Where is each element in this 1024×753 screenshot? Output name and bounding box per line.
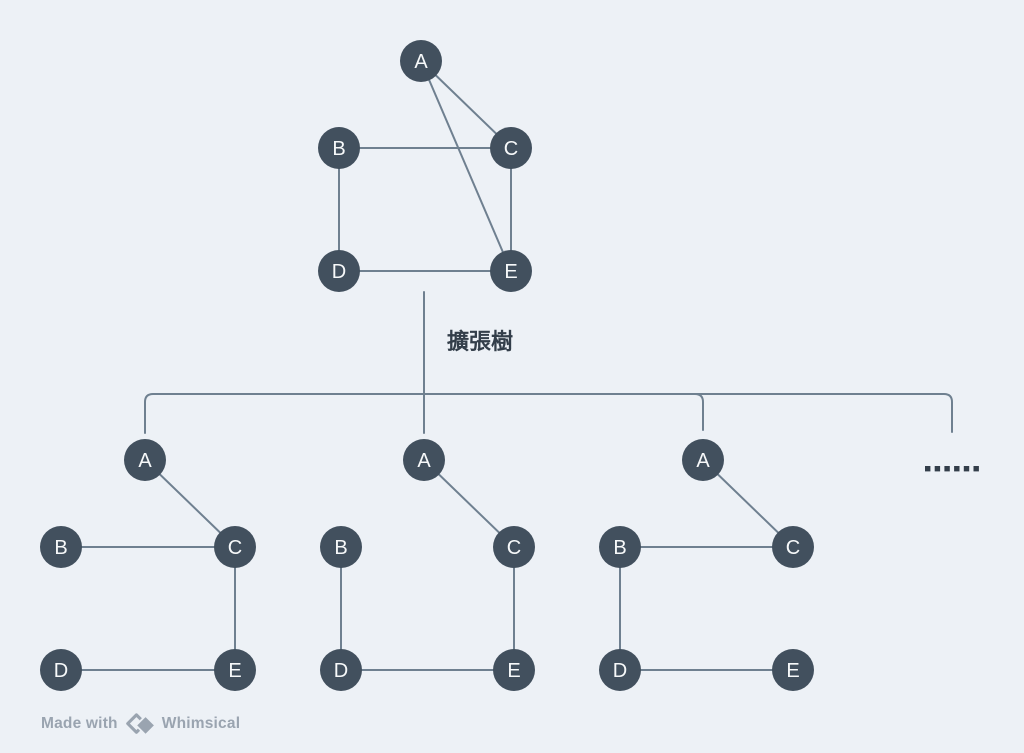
node-label: E <box>507 660 520 682</box>
spanning-tree-label: 擴張樹 <box>447 329 513 354</box>
bracket-line <box>144 393 953 434</box>
node-e-spanning-tree-3[interactable] <box>772 649 814 691</box>
ellipsis-dot <box>963 466 970 472</box>
node-label: E <box>786 660 799 682</box>
node-b-original-graph[interactable] <box>318 127 360 169</box>
node-d-spanning-tree-3[interactable] <box>599 649 641 691</box>
node-label: B <box>332 138 345 160</box>
node-label: D <box>613 660 627 682</box>
node-c-spanning-tree-2[interactable] <box>493 526 535 568</box>
node-label: E <box>228 660 241 682</box>
whimsical-text: Whimsical <box>161 715 241 732</box>
node-b-spanning-tree-3[interactable] <box>599 526 641 568</box>
node-b-spanning-tree-1[interactable] <box>40 526 82 568</box>
node-label: C <box>786 537 800 559</box>
node-label: A <box>414 51 428 73</box>
branch-stub-line <box>694 393 704 431</box>
whimsical-logo-icon <box>125 712 156 736</box>
ellipsis-dot <box>944 466 950 472</box>
node-label: D <box>54 660 68 682</box>
node-d-spanning-tree-2[interactable] <box>320 649 362 691</box>
node-a-original-graph[interactable] <box>400 40 442 82</box>
node-label: A <box>138 450 152 472</box>
spanning-tree-2: A B C D E <box>320 439 535 691</box>
node-label: A <box>417 450 431 472</box>
connector-lines <box>144 291 953 434</box>
node-d-original-graph[interactable] <box>318 250 360 292</box>
node-label: A <box>696 450 710 472</box>
node-e-spanning-tree-1[interactable] <box>214 649 256 691</box>
made-with-text: Made with <box>41 715 118 732</box>
ellipsis-dot <box>934 466 941 472</box>
ellipsis-dots <box>925 466 979 472</box>
node-label: C <box>507 537 521 559</box>
node-c-spanning-tree-1[interactable] <box>214 526 256 568</box>
node-label: C <box>228 537 242 559</box>
node-label: D <box>332 261 346 283</box>
original-graph: A B C D E <box>318 40 532 292</box>
node-e-original-graph[interactable] <box>490 250 532 292</box>
ellipsis-dot <box>954 466 960 472</box>
node-label: D <box>334 660 348 682</box>
node-d-spanning-tree-1[interactable] <box>40 649 82 691</box>
spanning-tree-3: A B C D E <box>599 439 814 691</box>
node-c-original-graph[interactable] <box>490 127 532 169</box>
node-b-spanning-tree-2[interactable] <box>320 526 362 568</box>
node-a-spanning-tree-3[interactable] <box>682 439 724 481</box>
made-with-whimsical-badge[interactable]: Made with Whimsical <box>41 708 240 740</box>
spanning-tree-1: A B C D E <box>40 439 256 691</box>
node-label: B <box>54 537 67 559</box>
node-label: C <box>504 138 518 160</box>
ellipsis-dot <box>973 466 979 472</box>
ellipsis-dot <box>925 466 931 472</box>
node-a-spanning-tree-1[interactable] <box>124 439 166 481</box>
node-label: B <box>334 537 347 559</box>
edge-a-e <box>420 60 512 272</box>
node-label: B <box>613 537 626 559</box>
node-e-spanning-tree-2[interactable] <box>493 649 535 691</box>
node-a-spanning-tree-2[interactable] <box>403 439 445 481</box>
node-c-spanning-tree-3[interactable] <box>772 526 814 568</box>
node-label: E <box>504 261 517 283</box>
